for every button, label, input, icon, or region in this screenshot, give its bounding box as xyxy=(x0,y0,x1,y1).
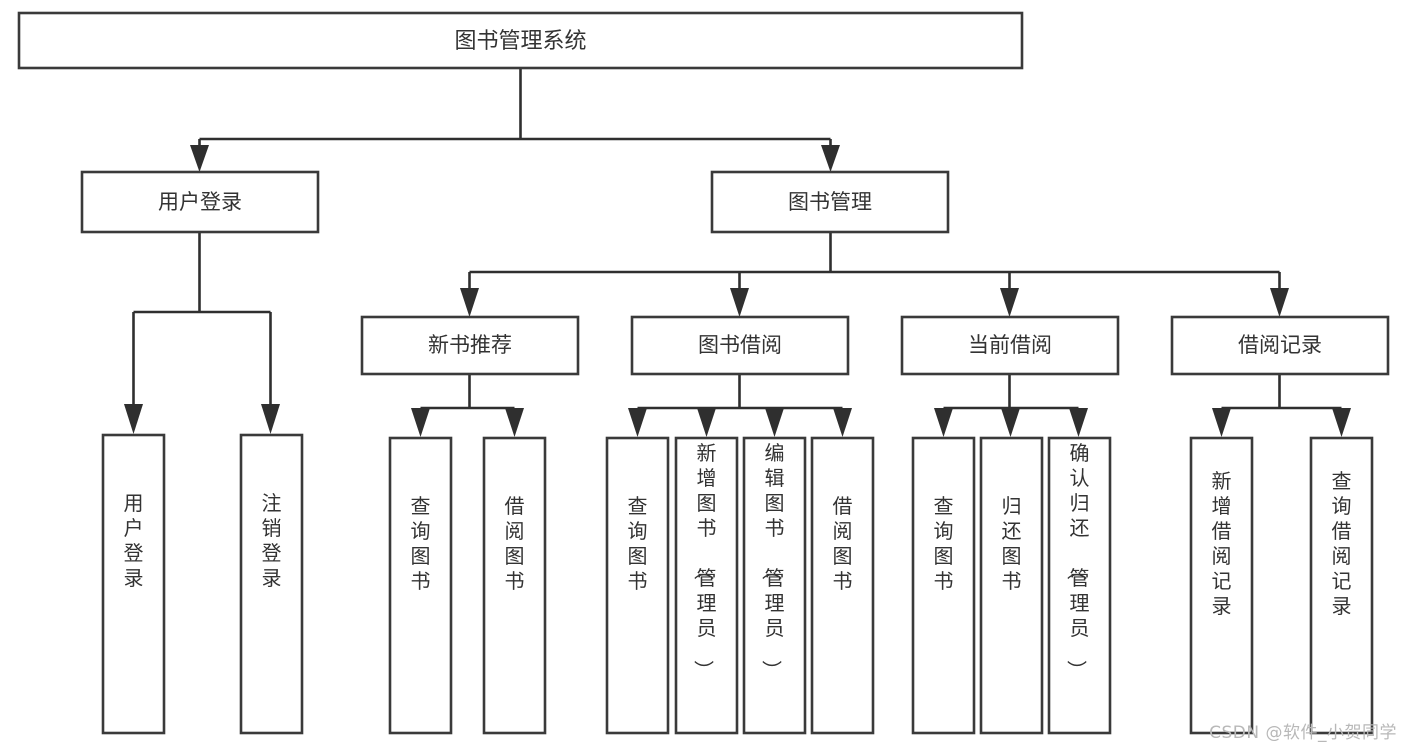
node-root-box[interactable] xyxy=(17,11,1024,70)
node-borrow-record-box[interactable] xyxy=(1170,315,1390,376)
leaf-query-book-current-label: 查询图书 xyxy=(934,494,954,593)
leaf-return-book-label: 归还图书 xyxy=(1002,494,1022,593)
arrow-head-record-leaf-1 xyxy=(1332,408,1351,437)
node-user-login-box[interactable] xyxy=(80,170,320,234)
leaf-confirm-return-admin[interactable]: 确认归还（管理员） xyxy=(1047,436,1112,735)
node-root[interactable]: 图书管理系统 xyxy=(17,11,1024,70)
arrow-head-borrow-leaf-0 xyxy=(628,408,647,437)
node-new-book-recommend-label: 新书推荐 xyxy=(428,333,512,357)
leaf-query-borrow-record-box[interactable] xyxy=(1309,436,1374,735)
leaf-query-book-borrow[interactable]: 查询图书 xyxy=(605,436,670,735)
leaf-borrow-book-recommend-box[interactable] xyxy=(482,436,547,735)
arrow-head-borrow xyxy=(730,288,749,317)
leaf-return-book[interactable]: 归还图书 xyxy=(979,436,1044,735)
leaf-logout-label: 注销登录 xyxy=(262,491,282,590)
leaf-add-book-admin-label: 新增图书（管理员） xyxy=(692,441,717,680)
leaf-user-login-box[interactable] xyxy=(101,433,166,735)
leaf-borrow-book-borrow[interactable]: 借阅图书 xyxy=(810,436,875,735)
leaf-query-book-recommend-box[interactable] xyxy=(388,436,453,735)
leaf-add-borrow-record-box[interactable] xyxy=(1189,436,1254,735)
node-borrow-record[interactable]: 借阅记录 xyxy=(1170,315,1390,376)
arrow-head-current-leaf-2 xyxy=(1069,408,1088,437)
arrow-head-current-leaf-0 xyxy=(934,408,953,437)
arrow-head-newbook-leaf-0 xyxy=(411,408,430,437)
arrow-head-borrow-leaf-1 xyxy=(697,408,716,437)
arrow-head-login-leaf-1 xyxy=(261,404,280,434)
leaf-query-book-borrow-box[interactable] xyxy=(605,436,670,735)
node-user-login[interactable]: 用户登录 xyxy=(80,170,320,234)
leaf-add-borrow-record[interactable]: 新增借阅记录 xyxy=(1189,436,1254,735)
leaf-query-borrow-record[interactable]: 查询借阅记录 xyxy=(1309,436,1374,735)
node-new-book-recommend[interactable]: 新书推荐 xyxy=(360,315,580,376)
node-user-login-label: 用户登录 xyxy=(158,190,242,214)
node-book-borrow[interactable]: 图书借阅 xyxy=(630,315,850,376)
arrow-head-borrow-leaf-3 xyxy=(833,408,852,437)
leaf-edit-book-admin-label: 编辑图书（管理员） xyxy=(760,441,785,680)
node-root-label: 图书管理系统 xyxy=(454,29,586,54)
csdn-watermark: CSDN @软件_小贺同学 xyxy=(1209,723,1397,743)
arrow-head-current-leaf-1 xyxy=(1001,408,1020,437)
leaf-query-borrow-record-label: 查询借阅记录 xyxy=(1332,469,1352,618)
node-book-borrow-label: 图书借阅 xyxy=(698,333,782,357)
connector-layer xyxy=(124,68,1351,437)
leaf-query-book-recommend[interactable]: 查询图书 xyxy=(388,436,453,735)
arrow-head-to-bookmgmt xyxy=(821,145,840,172)
leaf-return-book-box[interactable] xyxy=(979,436,1044,735)
leaf-borrow-book-borrow-label: 借阅图书 xyxy=(833,494,853,593)
node-current-borrow-box[interactable] xyxy=(900,315,1120,376)
arrow-head-newbook-leaf-1 xyxy=(505,408,524,437)
arrow-head-to-login xyxy=(190,145,209,172)
leaf-confirm-return-admin-box[interactable] xyxy=(1047,436,1112,735)
leaf-query-book-borrow-label: 查询图书 xyxy=(628,494,648,593)
leaf-add-book-admin-box[interactable] xyxy=(674,436,739,735)
leaf-confirm-return-admin-label: 确认归还（管理员） xyxy=(1065,441,1090,680)
node-new-book-recommend-box[interactable] xyxy=(360,315,580,376)
leaf-edit-book-admin[interactable]: 编辑图书（管理员） xyxy=(742,436,807,735)
node-current-borrow-label: 当前借阅 xyxy=(968,333,1052,357)
arrow-head-current xyxy=(1000,288,1019,317)
arrow-head-newbook xyxy=(460,288,479,317)
node-current-borrow[interactable]: 当前借阅 xyxy=(900,315,1120,376)
leaf-borrow-book-recommend-label: 借阅图书 xyxy=(505,494,525,593)
node-book-management-box[interactable] xyxy=(710,170,950,234)
arrow-head-login-leaf-0 xyxy=(124,404,143,434)
leaf-edit-book-admin-box[interactable] xyxy=(742,436,807,735)
leaf-user-login-label: 用户登录 xyxy=(124,491,144,590)
node-book-management-label: 图书管理 xyxy=(788,190,872,214)
leaf-borrow-book-recommend[interactable]: 借阅图书 xyxy=(482,436,547,735)
leaf-logout-box[interactable] xyxy=(239,433,304,735)
leaf-add-book-admin[interactable]: 新增图书（管理员） xyxy=(674,436,739,735)
arrow-head-record xyxy=(1270,288,1289,317)
arrow-head-borrow-leaf-2 xyxy=(765,408,784,437)
leaf-borrow-book-borrow-box[interactable] xyxy=(810,436,875,735)
leaf-user-login[interactable]: 用户登录 xyxy=(101,433,166,735)
node-borrow-record-label: 借阅记录 xyxy=(1238,333,1322,357)
leaf-query-book-recommend-label: 查询图书 xyxy=(411,494,431,593)
arrow-head-record-leaf-0 xyxy=(1212,408,1231,437)
node-book-borrow-box[interactable] xyxy=(630,315,850,376)
leaf-logout[interactable]: 注销登录 xyxy=(239,433,304,735)
leaf-query-book-current-box[interactable] xyxy=(911,436,976,735)
node-book-management[interactable]: 图书管理 xyxy=(710,170,950,234)
leaf-add-borrow-record-label: 新增借阅记录 xyxy=(1212,469,1232,618)
leaf-query-book-current[interactable]: 查询图书 xyxy=(911,436,976,735)
